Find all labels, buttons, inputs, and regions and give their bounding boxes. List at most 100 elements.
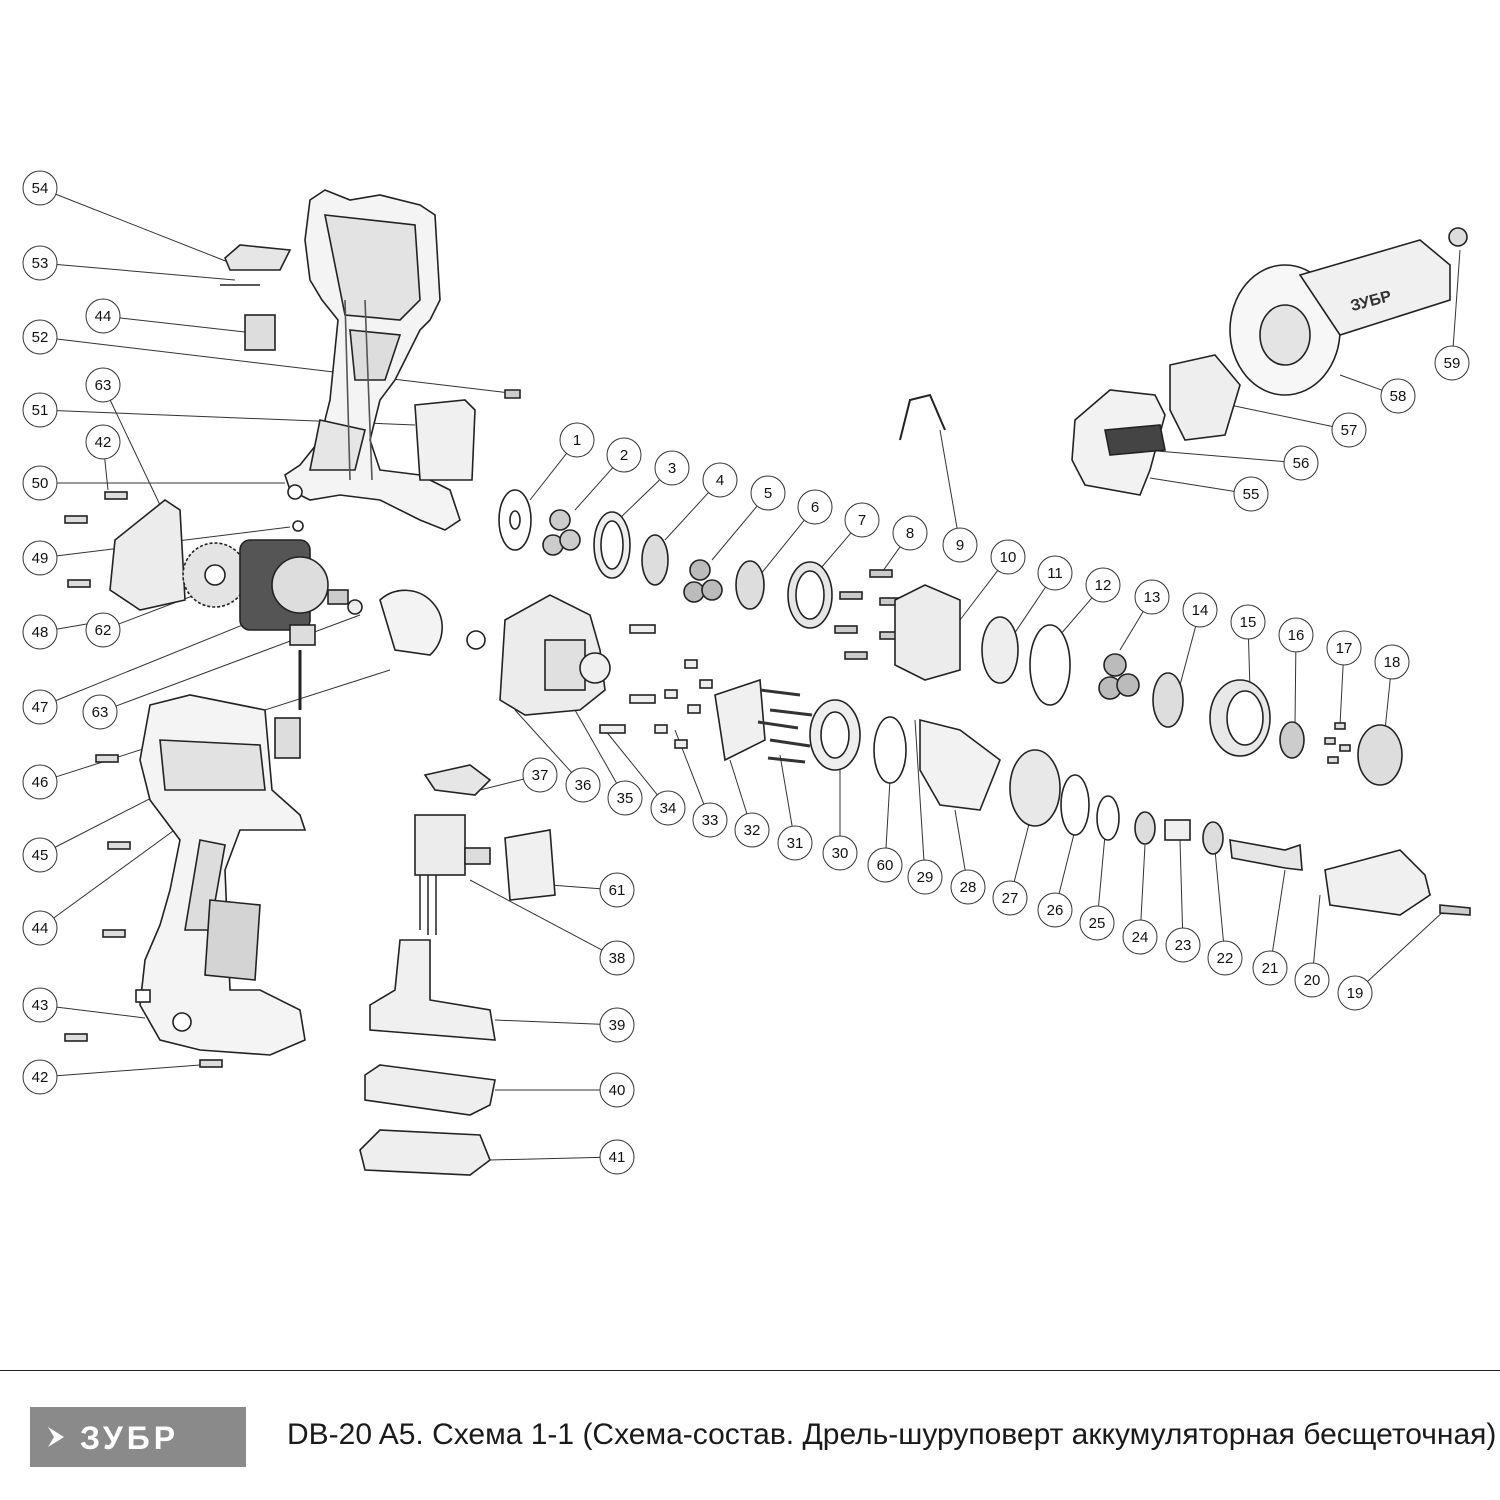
leader-line-56 (1144, 449, 1285, 463)
leader-line-35 (574, 709, 618, 784)
callout-number: 63 (95, 377, 112, 394)
callout-number: 2 (620, 447, 628, 464)
callout-circle (654, 450, 690, 486)
ring-11 (981, 616, 1019, 684)
callout-number: 26 (1047, 902, 1064, 919)
callout-circle (1122, 919, 1158, 955)
switch-cover (220, 244, 292, 286)
contact-block (244, 314, 276, 351)
callout-50: 50 (22, 465, 58, 501)
callout-19: 19 (1337, 975, 1373, 1011)
callout-32: 32 (734, 812, 770, 848)
callout-number: 6 (811, 499, 819, 516)
logo-background (30, 1407, 246, 1467)
callout-circle (1233, 476, 1269, 512)
callout-2: 2 (606, 437, 642, 473)
callout-circle (750, 475, 786, 511)
callout-53: 53 (22, 245, 58, 281)
screw-52 (504, 389, 521, 399)
callout-circle (844, 502, 880, 538)
leader-line-57 (1229, 404, 1333, 427)
leader-line-44 (119, 317, 246, 333)
callout-4: 4 (702, 462, 738, 498)
footer-divider (0, 1370, 1500, 1371)
callout-circle (599, 872, 635, 908)
callout-circle (650, 790, 686, 826)
callout-number: 30 (832, 845, 849, 862)
callout-33: 33 (692, 802, 728, 838)
callout-circle (22, 540, 58, 576)
callout-28: 28 (950, 869, 986, 905)
callout-circle (22, 245, 58, 281)
callout-5: 5 (750, 475, 786, 511)
callout-circle (1380, 378, 1416, 414)
housing-half-lower (135, 694, 307, 1056)
leader-line-21 (1272, 869, 1286, 952)
leader-line-26 (1058, 829, 1076, 894)
trigger-61 (504, 829, 556, 901)
handle-grip (1298, 239, 1451, 336)
callout-52: 52 (22, 319, 58, 355)
callout-7: 7 (844, 502, 880, 538)
callout-circle (1037, 892, 1073, 928)
callout-45: 45 (22, 837, 58, 873)
callout-37: 37 (522, 757, 558, 793)
leader-line-19 (1367, 909, 1446, 982)
callout-number: 51 (32, 402, 49, 419)
bearing-22 (1202, 821, 1224, 855)
callout-49: 49 (22, 540, 58, 576)
diagram-caption: Схема 1-1 (Схема-состав. Дрель-шуруповер… (432, 1418, 1497, 1451)
callout-43: 43 (22, 987, 58, 1023)
callout-number: 20 (1304, 972, 1321, 989)
bearing-24 (1134, 811, 1156, 845)
callout-circle (1434, 345, 1470, 381)
callout-42: 42 (85, 424, 121, 460)
leader-line-34 (604, 729, 658, 796)
callout-40: 40 (599, 1072, 635, 1108)
callout-circle (599, 940, 635, 976)
washer-26 (1060, 774, 1090, 836)
callout-circle (702, 462, 738, 498)
callout-number: 11 (1047, 565, 1063, 582)
callout-23: 23 (1165, 927, 1201, 963)
leader-line-44 (53, 814, 196, 919)
callout-41: 41 (599, 1139, 635, 1175)
housing-half-upper (284, 189, 461, 532)
springs-31 (757, 688, 813, 764)
callout-circle (565, 767, 601, 803)
callout-48: 48 (22, 614, 58, 650)
callout-56: 56 (1283, 445, 1319, 481)
callout-circle (22, 392, 58, 428)
gear-housing (466, 594, 611, 716)
callout-number: 9 (956, 537, 964, 554)
clip-25 (1096, 795, 1120, 841)
leader-line-61 (549, 884, 601, 890)
leader-line-20 (1313, 894, 1321, 964)
bracket-51 (414, 399, 476, 481)
callout-number: 52 (32, 329, 49, 346)
callout-circle (1294, 962, 1330, 998)
leader-line-31 (779, 754, 793, 827)
leader-line-43 (56, 1006, 146, 1019)
leader-line-59 (1452, 249, 1461, 347)
leader-line-17 (1339, 664, 1344, 726)
model-name: DB-20 A5. (287, 1418, 424, 1451)
leader-line-25 (1098, 834, 1106, 907)
clutch-sleeve-28 (919, 718, 1001, 811)
callout-62: 62 (85, 612, 121, 648)
leader-line-23 (1179, 839, 1184, 929)
leader-line-14 (1179, 626, 1197, 686)
callout-21: 21 (1252, 950, 1288, 986)
callout-circle (1252, 950, 1288, 986)
leader-line-54 (55, 193, 229, 263)
callout-number: 58 (1390, 388, 1407, 405)
brand-logo: ЗУБР (30, 1407, 246, 1467)
bushing-23 (1164, 819, 1191, 841)
callout-circle (606, 437, 642, 473)
leader-line-9 (939, 429, 958, 529)
callout-31: 31 (777, 825, 813, 861)
callout-number: 42 (32, 1069, 49, 1086)
callout-number: 55 (1243, 486, 1260, 503)
callout-44: 44 (22, 910, 58, 946)
callout-38: 38 (599, 940, 635, 976)
